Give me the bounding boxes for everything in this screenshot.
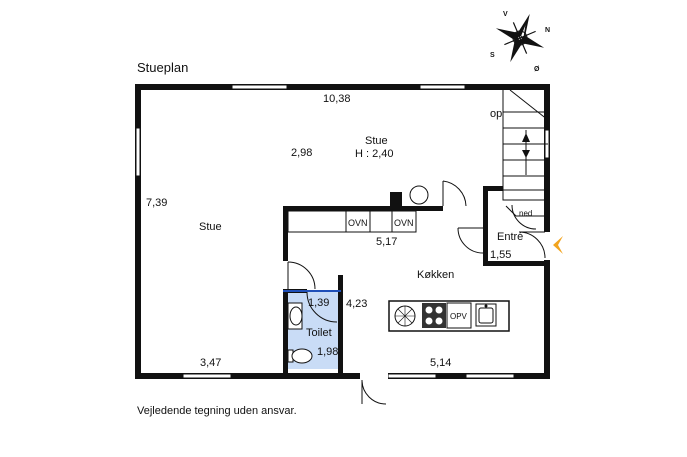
entre-dimension: 1,55 xyxy=(490,249,512,261)
toilet-top-dimension: 1,39 xyxy=(308,297,330,309)
kitchen-island xyxy=(388,300,510,332)
compass-v: V xyxy=(503,11,508,18)
stair-down-arrow xyxy=(522,150,530,158)
windows xyxy=(135,84,550,379)
entre-label: Entré xyxy=(497,231,524,243)
compass-rose xyxy=(495,13,545,63)
stair-up-arrow xyxy=(522,133,530,142)
oven-1-label: OVN xyxy=(348,218,368,228)
compass-o: Ø xyxy=(534,66,540,73)
stue-main-dimension: 2,98 xyxy=(291,147,313,159)
toilet-dimension: 1,98 xyxy=(317,346,339,358)
door-swings xyxy=(287,180,546,405)
wall-dimension: 4,23 xyxy=(346,298,368,310)
kitchen-top-dimension: 5,17 xyxy=(376,236,398,248)
outer-walls xyxy=(135,84,550,379)
stue-bottom-dimension: 3,47 xyxy=(200,357,222,369)
plan-title: Stueplan xyxy=(137,60,189,75)
stair-up-label: op xyxy=(490,108,503,120)
toilet-fixtures xyxy=(287,302,313,364)
entry-arrow xyxy=(553,236,563,254)
door-openings xyxy=(360,232,551,380)
kitchen-label: Køkken xyxy=(417,269,455,281)
kitchen-bottom-dimension: 5,14 xyxy=(430,357,452,369)
stue-left-dimension: 7,39 xyxy=(146,197,168,209)
compass-n: N xyxy=(545,27,551,34)
kitchen-counter-upper xyxy=(287,210,417,233)
stue-main-height: H : 2,40 xyxy=(355,148,394,160)
stue-top-dimension: 10,38 xyxy=(323,93,351,105)
disclaimer: Vejledende tegning uden ansvar. xyxy=(137,405,297,417)
hob-round xyxy=(409,185,429,205)
stue-left-name: Stue xyxy=(199,221,222,233)
toilet-label: Toilet xyxy=(306,327,332,339)
stair-down-label: ned xyxy=(519,209,533,218)
dishwasher-label: OPV xyxy=(450,312,467,321)
stue-main-name: Stue xyxy=(365,135,388,147)
compass-s: S xyxy=(490,52,495,59)
oven-2-label: OVN xyxy=(394,218,414,228)
